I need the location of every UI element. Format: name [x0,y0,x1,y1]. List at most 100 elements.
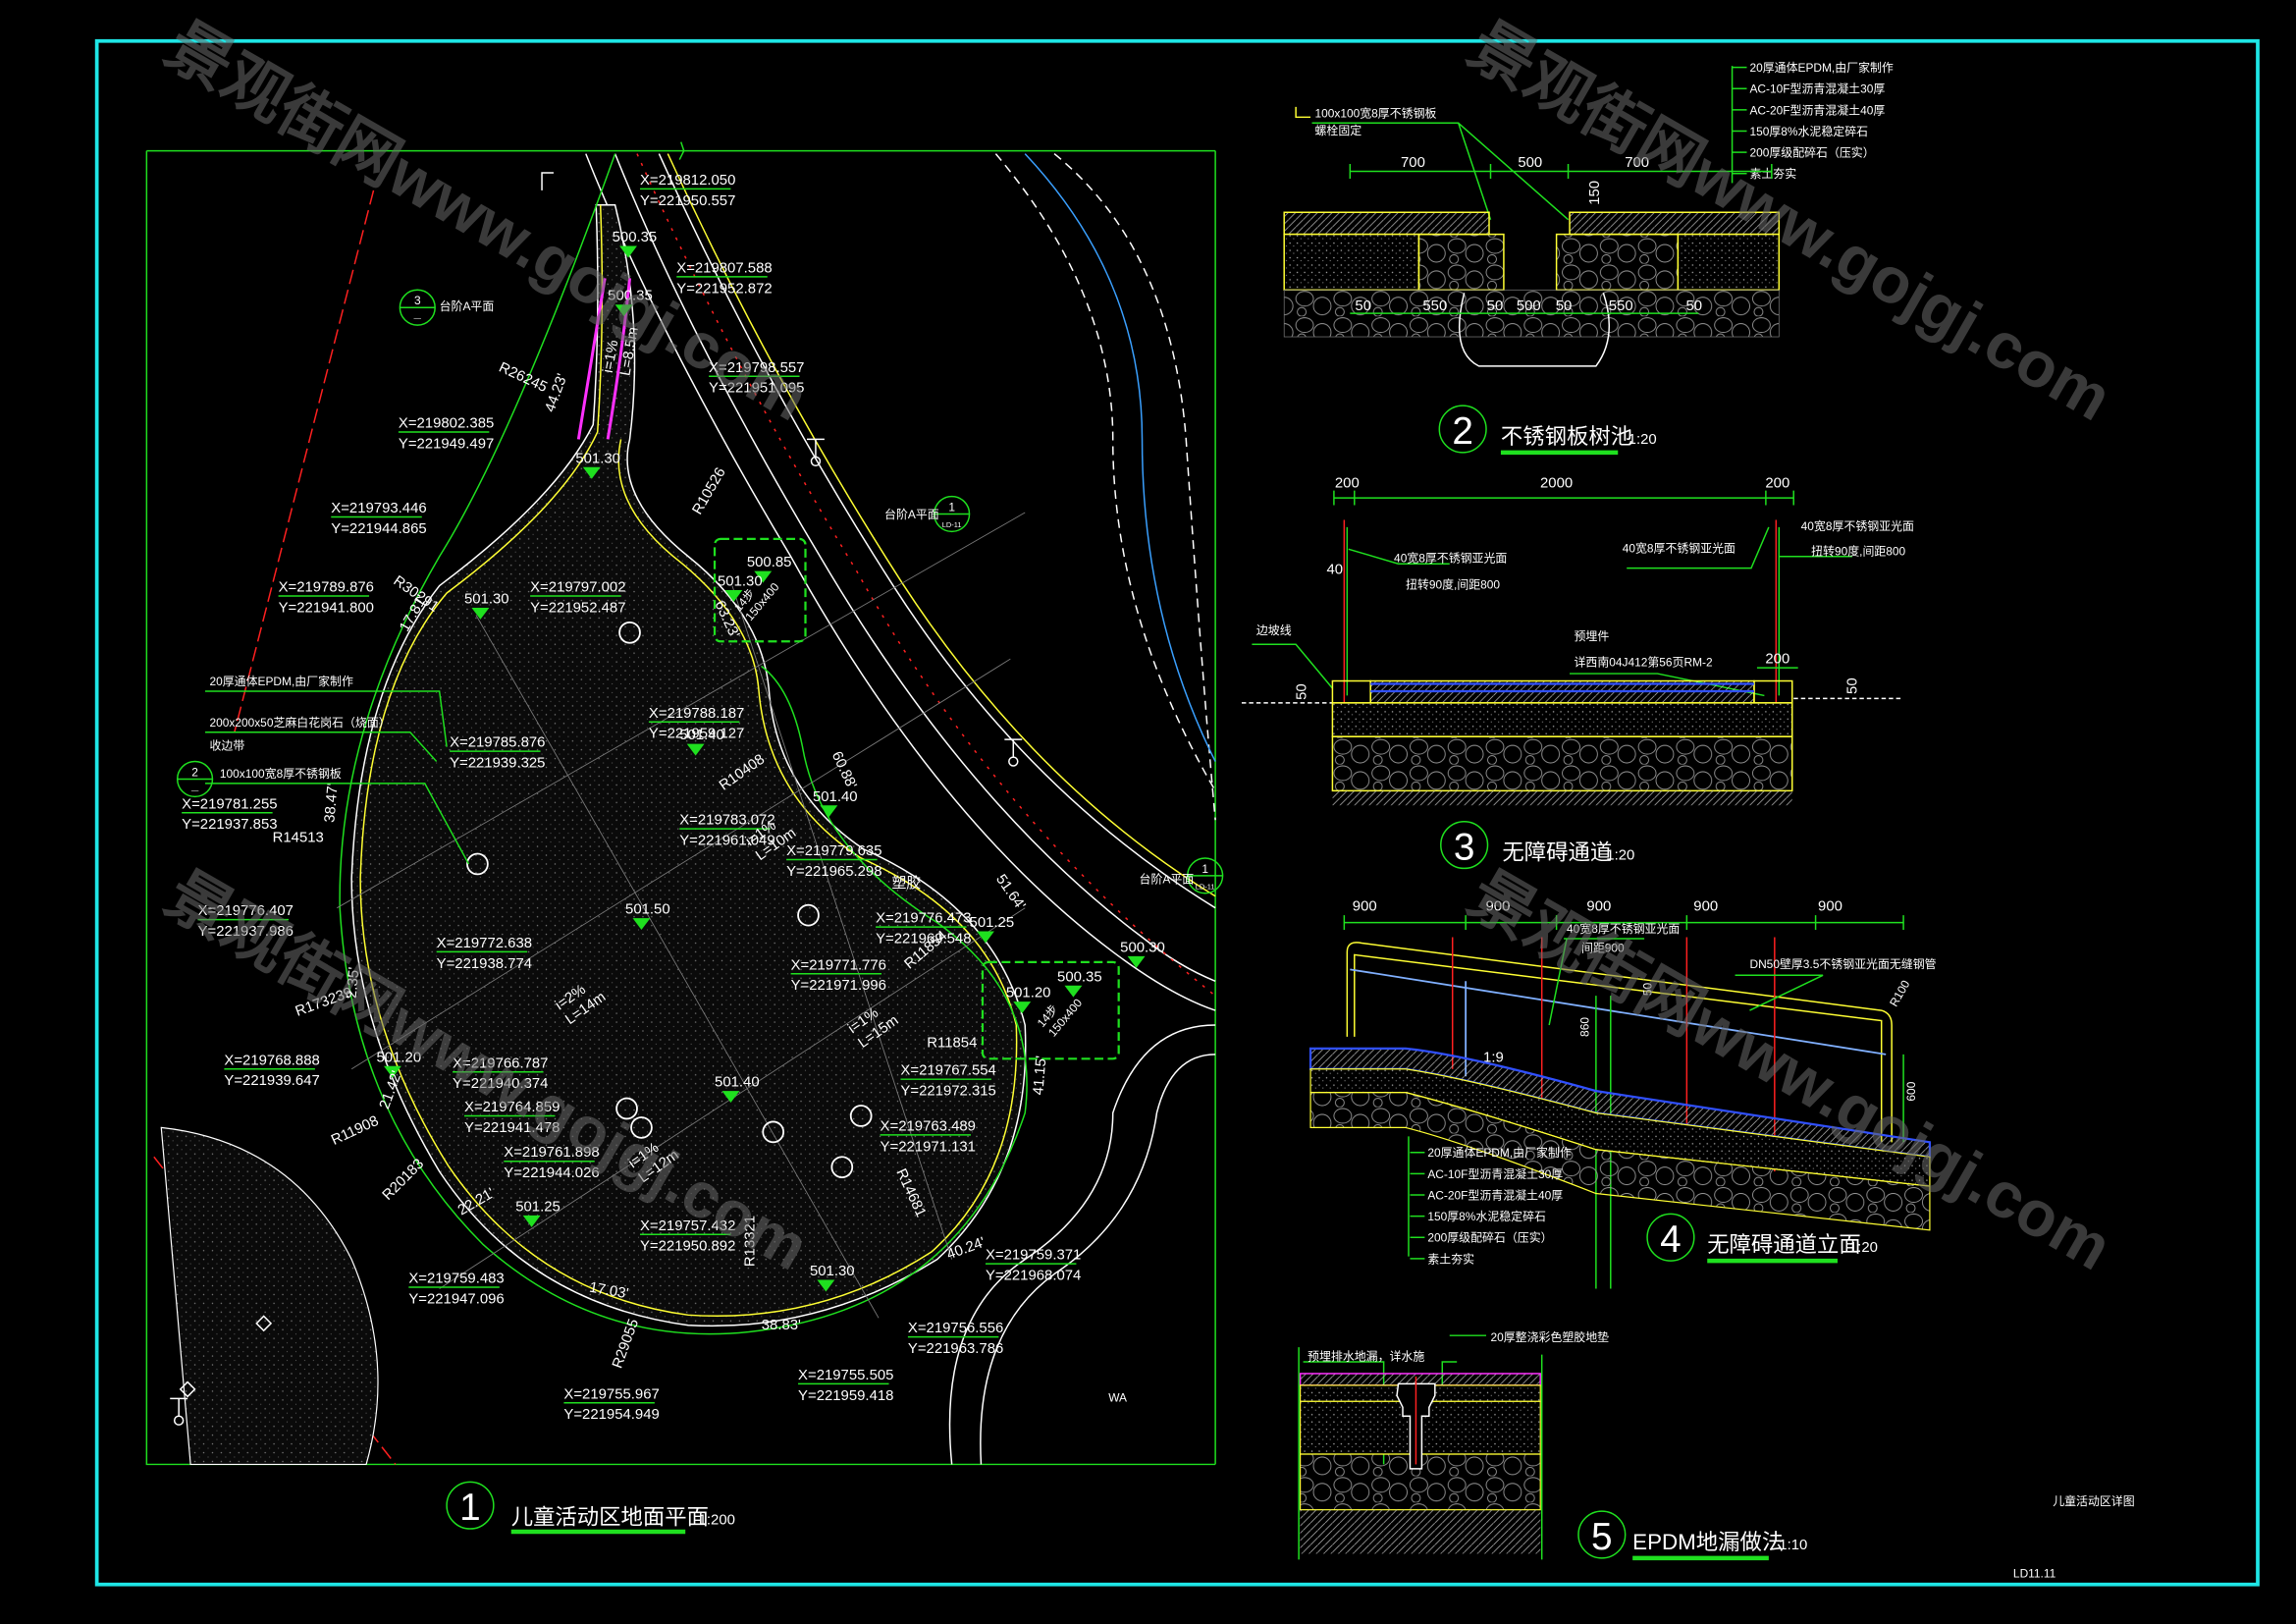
coordinate-y: Y=221954.949 [563,1407,659,1423]
coordinate-y: Y=221959.127 [649,727,744,742]
s3-dim-50: 50 [1295,683,1310,700]
elevation-label: 500.30 [1120,940,1165,955]
s2-dim-bottom: 500 [1517,298,1541,314]
radius-label: R13321 [742,1216,758,1267]
drawing-frame [94,38,2260,1587]
callout-label: 台阶A平面 [1140,872,1195,886]
coordinate-y: Y=221950.557 [640,193,735,209]
tree-markers [466,621,873,1179]
elevation-marker [977,931,994,944]
detail-callout[interactable]: 3—台阶A平面 [399,289,494,326]
s3-dim-40: 40 [1326,563,1343,578]
detail-callout[interactable]: 2— [176,760,214,798]
elevation-label: 501.30 [810,1264,855,1279]
playground-area [350,204,1027,1327]
elevation-marker [1127,955,1146,968]
plan-title-number: 1 [459,1487,481,1529]
s3-note: 40宽8厚不锈钢亚光面 [1394,552,1507,566]
coordinate-y: Y=221941.800 [279,600,374,616]
elevation-marker [754,570,773,583]
s3-number: 3 [1454,826,1475,868]
svg-text:LD-11: LD-11 [1196,882,1215,891]
elevation-label: 501.20 [1006,986,1051,1001]
coordinate-y: Y=221937.986 [198,924,294,940]
coordinate-y: Y=221940.374 [453,1076,548,1092]
layer-label: 200厚级配碎石（压实） [1427,1231,1552,1245]
s2-dim-bottom: 50 [1355,298,1371,314]
s4-dim-top: 900 [1818,899,1842,915]
section-accessible-path: 200 2000 200 40宽8厚不锈钢亚光面 扭转90度,间距800 40宽… [1241,476,1914,870]
svg-text:—: — [191,785,199,794]
s4-scale: 1:20 [1849,1240,1878,1256]
coordinate-x: X=219783.072 [679,813,774,829]
s2-dim-bottom: 50 [1556,298,1573,314]
layer-label: AC-20F型沥青混凝土40厚 [1427,1188,1563,1202]
coordinate-x: X=219764.859 [464,1100,560,1115]
s2-plate-note: 100x100宽8厚不锈钢板 [1315,106,1437,120]
s4-radius: R100 [1887,978,1913,1009]
coordinate-y: Y=221959.418 [798,1388,893,1404]
elevation-label: 501.40 [679,728,724,743]
s4-dim-top: 900 [1353,899,1377,915]
elevation-label: 501.25 [515,1199,561,1215]
elevation-marker [383,1065,401,1078]
coordinate-y: Y=221947.096 [408,1291,504,1307]
elevation-label: 501.25 [970,915,1015,931]
layer-label: AC-10F型沥青混凝土30厚 [1427,1167,1563,1181]
plan-title-scale: 1:200 [699,1513,735,1529]
s3-embed: 预埋件 [1575,629,1610,643]
coordinate-x: X=219807.588 [676,260,772,276]
s2-scale: 1:20 [1629,432,1657,448]
s4-number: 4 [1660,1218,1682,1261]
s4-dim-top: 900 [1586,899,1611,915]
s3-note: 扭转90度,间距800 [1406,578,1500,592]
coordinate-y: Y=221952.872 [676,281,772,297]
arc-length-label: 41.15' [1031,1055,1049,1096]
s5-note: 预埋排水地漏，详水施 [1308,1350,1424,1364]
coordinate-y: Y=221949.497 [399,436,494,452]
material-note: 100x100宽8厚不锈钢板 [220,767,342,781]
s4-note: DN50壁厚3.5不锈钢亚光面无缝钢管 [1749,957,1936,971]
section-tree-pit: 20厚通体EPDM,由厂家制作AC-10F型沥青混凝土30厚AC-20F型沥青混… [1283,61,1894,456]
s4-dim-top: 900 [1486,899,1511,915]
coordinate-y: Y=221944.865 [331,521,426,537]
s5-note: 20厚整浇彩色塑胶地垫 [1490,1330,1609,1344]
coordinate-x: X=219761.898 [504,1145,599,1161]
s2-dim-bottom: 550 [1609,298,1633,314]
coordinate-y: Y=221968.074 [986,1269,1081,1284]
s2-dim-top: 500 [1518,155,1542,171]
s2-bolt-note: 螺栓固定 [1315,124,1362,137]
coordinate-x: X=219798.557 [709,360,804,376]
coordinate-x: X=219755.505 [798,1368,893,1383]
coordinate-y: Y=221937.853 [182,817,277,833]
elevation-marker [471,607,490,620]
sheet-code: LD11.11 [2013,1566,2056,1580]
elevation-marker [1064,985,1083,998]
sheet-name: 儿童活动区详图 [2053,1494,2134,1508]
coordinate-y: Y=221939.325 [450,756,545,772]
svg-text:1: 1 [948,501,955,514]
elevation-marker [1013,1001,1032,1014]
coordinate-x: X=219767.554 [900,1063,995,1079]
s3-dim-top: 200 [1765,476,1789,492]
s5-number: 5 [1591,1516,1613,1558]
